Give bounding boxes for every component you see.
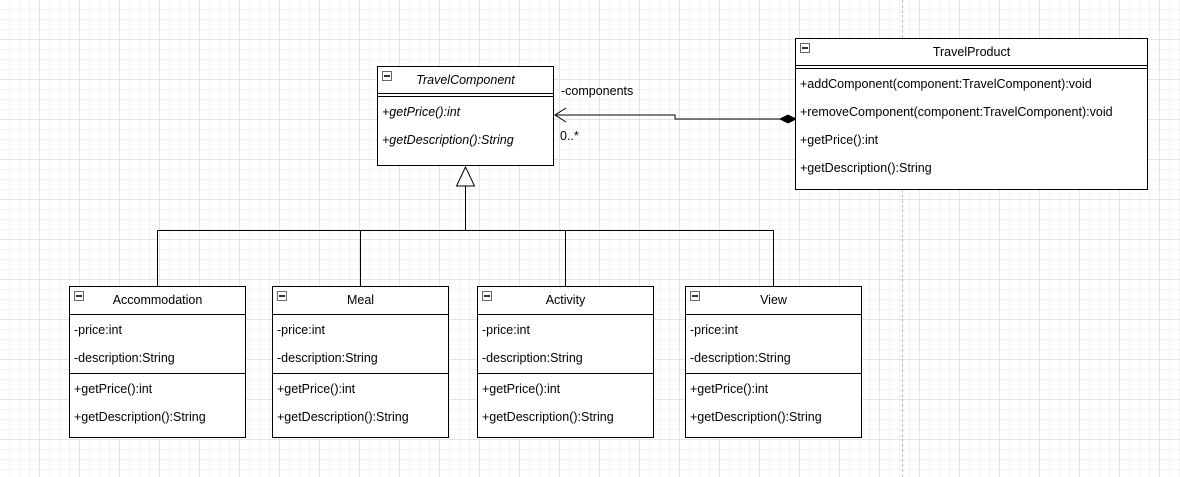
method: +getPrice():int xyxy=(382,105,461,119)
method: +getDescription():String xyxy=(690,410,822,424)
class-travel-product[interactable]: TravelProduct +addComponent(component:Tr… xyxy=(795,38,1148,190)
class-header: Meal xyxy=(273,287,448,315)
method: +getPrice():int xyxy=(690,382,769,396)
association-arrowhead xyxy=(554,107,567,123)
method: +getDescription():String xyxy=(800,161,932,175)
methods-section: +getPrice():int +getDescription():String xyxy=(478,374,653,432)
attribute: -description:String xyxy=(277,351,378,365)
class-name: TravelProduct xyxy=(932,45,1011,59)
collapse-icon[interactable] xyxy=(690,291,700,301)
class-header: Accommodation xyxy=(70,287,245,315)
attribute: -price:int xyxy=(482,323,530,337)
attributes-section: -price:int -description:String xyxy=(70,315,245,374)
association-multiplicity-label: 0..* xyxy=(560,129,579,143)
attribute: -description:String xyxy=(74,351,175,365)
attributes-section: -price:int -description:String xyxy=(273,315,448,374)
attributes-section: -price:int -description:String xyxy=(686,315,861,374)
method: +getDescription():String xyxy=(482,410,614,424)
methods-section: +getPrice():int +getDescription():String xyxy=(686,374,861,432)
class-view[interactable]: View -price:int -description:String +get… xyxy=(685,286,862,438)
method: +getPrice():int xyxy=(74,382,153,396)
class-header: Activity xyxy=(478,287,653,315)
class-travel-component[interactable]: TravelComponent +getPrice():int +getDesc… xyxy=(377,66,554,166)
method: +getPrice():int xyxy=(277,382,356,396)
collapse-icon[interactable] xyxy=(482,291,492,301)
class-name: View xyxy=(760,293,787,307)
method: +removeComponent(component:TravelCompone… xyxy=(800,105,1113,119)
class-accommodation[interactable]: Accommodation -price:int -description:St… xyxy=(69,286,246,438)
collapse-icon[interactable] xyxy=(74,291,84,301)
method: +getDescription():String xyxy=(277,410,409,424)
methods-section: +addComponent(component:TravelComponent)… xyxy=(796,69,1147,183)
methods-section: +getPrice():int +getDescription():String xyxy=(70,374,245,432)
attribute: -price:int xyxy=(277,323,325,337)
class-header: TravelProduct xyxy=(796,39,1147,69)
association-role-label: -components xyxy=(561,84,634,98)
method: +addComponent(component:TravelComponent)… xyxy=(800,77,1092,91)
collapse-icon[interactable] xyxy=(277,291,287,301)
collapse-icon[interactable] xyxy=(382,71,392,81)
composition-line xyxy=(555,114,780,120)
attribute: -description:String xyxy=(482,351,583,365)
generalization-triangle xyxy=(455,165,476,187)
class-activity[interactable]: Activity -price:int -description:String … xyxy=(477,286,654,438)
attributes-section: -price:int -description:String xyxy=(478,315,653,374)
class-header: View xyxy=(686,287,861,315)
class-name: Activity xyxy=(545,293,586,307)
method: +getPrice():int xyxy=(482,382,561,396)
class-name: Accommodation xyxy=(112,293,203,307)
attribute: -price:int xyxy=(690,323,738,337)
class-meal[interactable]: Meal -price:int -description:String +get… xyxy=(272,286,449,438)
method: +getPrice():int xyxy=(800,133,879,147)
page-break-line xyxy=(902,0,903,477)
composition-diamond xyxy=(778,114,798,124)
class-name: TravelComponent xyxy=(416,73,515,87)
attribute: -price:int xyxy=(74,323,122,337)
methods-section: +getPrice():int +getDescription():String xyxy=(378,97,553,155)
attribute: -description:String xyxy=(690,351,791,365)
method: +getDescription():String xyxy=(74,410,206,424)
collapse-icon[interactable] xyxy=(800,43,810,53)
class-header: TravelComponent xyxy=(378,67,553,97)
class-name: Meal xyxy=(346,293,375,307)
method: +getDescription():String xyxy=(382,133,514,147)
methods-section: +getPrice():int +getDescription():String xyxy=(273,374,448,432)
